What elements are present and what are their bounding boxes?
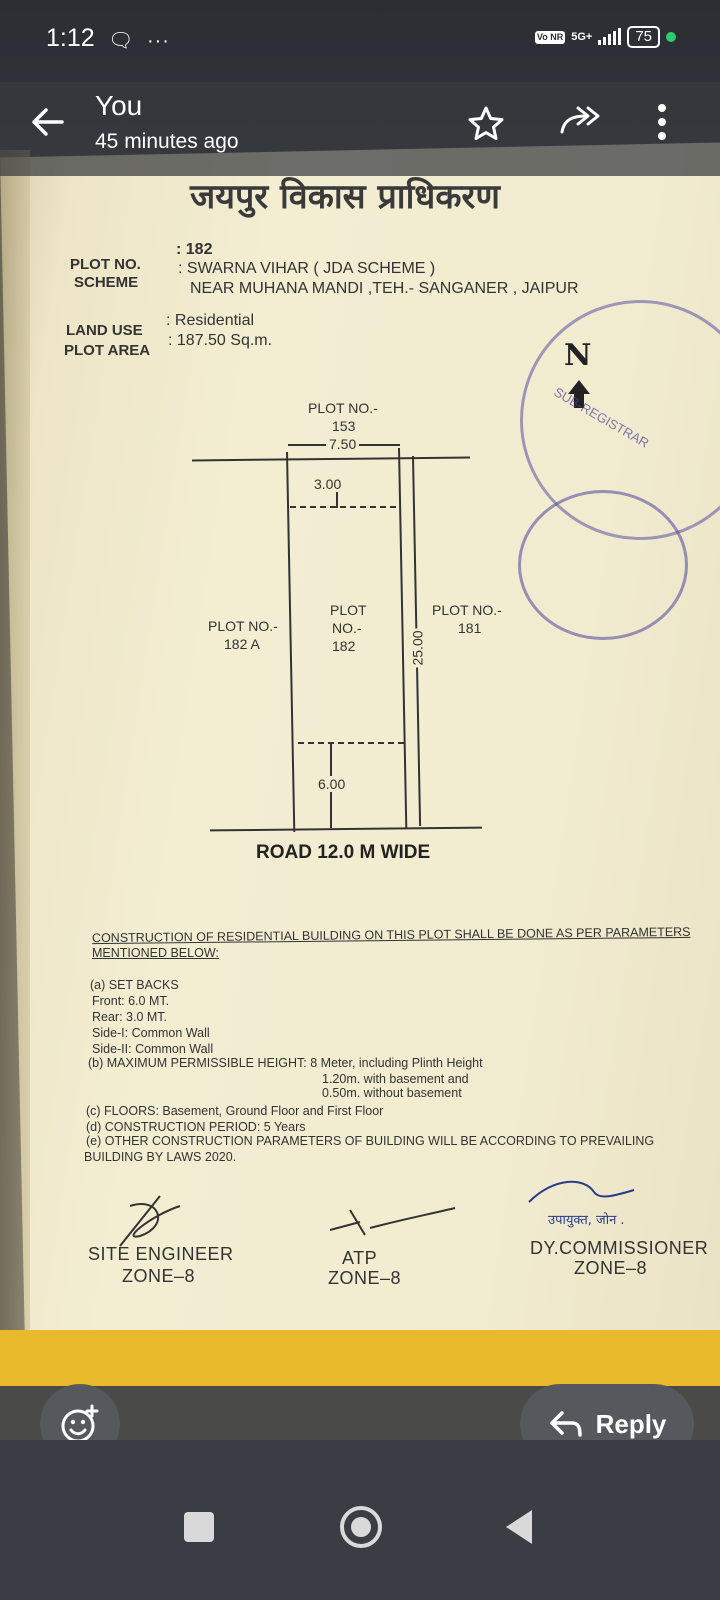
param-height: (b) MAXIMUM PERMISSIBLE HEIGHT: 8 Meter,… [88, 1056, 483, 1070]
atp-zone: ZONE–8 [328, 1268, 402, 1288]
status-right: Vo NR 5G+ 75 [534, 26, 676, 48]
atp-title: ATP [342, 1248, 378, 1268]
plot-no-value: : 182 [176, 241, 213, 258]
yellow-band [0, 1330, 720, 1386]
nav-back-button[interactable] [506, 1510, 532, 1544]
reply-label: Reply [595, 1408, 667, 1439]
dy-commissioner-zone: ZONE–8 [574, 1258, 648, 1278]
left-neighbor-no: 182 A [224, 636, 260, 652]
plot-area-label: PLOT AREA [64, 342, 151, 359]
scheme-value-line2: NEAR MUHANA MANDI ,TEH.- SANGANER , JAIP… [190, 280, 579, 297]
app-bar: You 45 minutes ago [0, 82, 720, 176]
param-side-1: Side-I: Common Wall [92, 1026, 210, 1040]
status-time: 1:12 [46, 24, 95, 52]
right-neighbor-label: PLOT NO.- [432, 602, 502, 618]
home-button[interactable] [340, 1506, 382, 1548]
param-floors: (c) FLOORS: Basement, Ground Floor and F… [86, 1104, 384, 1118]
reply-icon [549, 1411, 582, 1437]
recents-button[interactable] [184, 1512, 214, 1542]
land-use-value: : Residential [166, 312, 255, 329]
battery-icon: 75 [627, 26, 660, 48]
site-engineer-title: SITE ENGINEER [88, 1244, 234, 1264]
star-icon[interactable] [466, 104, 506, 144]
rear-boundary [191, 456, 471, 462]
land-use-label: LAND USE [66, 322, 143, 339]
rear-setback-dim: 3.00 [312, 476, 344, 492]
site-engineer-zone: ZONE–8 [122, 1266, 196, 1286]
document: जयपुर विकास प्राधिकरण PLOT NO. : 182 SCH… [64, 177, 720, 1288]
dy-commissioner-signature [528, 1180, 635, 1203]
jda-header: जयपुर विकास प्राधिकरण [190, 177, 500, 217]
back-arrow-icon[interactable] [28, 102, 68, 142]
more-dots-icon: ··· [146, 30, 170, 52]
paper-edge [0, 150, 30, 1410]
dy-commissioner-stamp-hindi: उपायुक्त, जोन . [548, 1213, 625, 1228]
left-boundary [286, 451, 296, 832]
param-setbacks: (a) SET BACKS [90, 978, 179, 992]
front-setback-dash [298, 742, 404, 744]
forward-icon[interactable] [558, 102, 604, 142]
front-setback-dim: 6.00 [316, 776, 348, 792]
param-height-no-basement: 0.50m. without basement [322, 1086, 462, 1100]
right-boundary [398, 447, 408, 828]
center-plot-line2: NO.- [332, 620, 362, 636]
sender-name: You [95, 90, 143, 121]
param-period: (d) CONSTRUCTION PERIOD: 5 Years [86, 1120, 306, 1134]
top-neighbor-label: PLOT NO.- [308, 400, 378, 416]
road-label: ROAD 12.0 M WIDE [256, 842, 431, 863]
param-side-2: Side-II: Common Wall [92, 1042, 214, 1056]
signal-icon [598, 28, 622, 45]
system-nav-bar [0, 1440, 720, 1600]
atp-signature [329, 1207, 456, 1236]
param-height-basement: 1.20m. with basement and [322, 1072, 469, 1086]
front-boundary [209, 826, 483, 832]
top-neighbor-no: 153 [332, 418, 356, 434]
scheme-value: : SWARNA VIHAR ( JDA SCHEME ) [178, 260, 436, 277]
sent-time: 45 minutes ago [95, 130, 239, 153]
chat-bubble-icon: 🗨︎ [108, 30, 134, 52]
center-plot-line1: PLOT [330, 602, 367, 618]
rear-setback-dash [290, 506, 396, 508]
right-neighbor-no: 181 [458, 620, 482, 636]
volte-icon: Vo NR [534, 30, 566, 44]
privacy-dot [666, 32, 676, 42]
param-bylaws: BUILDING BY LAWS 2020. [84, 1150, 237, 1164]
plot-area-value: : 187.50 Sq.m. [168, 332, 273, 349]
construction-heading-2: MENTIONED BELOW: [92, 946, 219, 960]
network-type: 5G+ [571, 31, 593, 43]
left-neighbor-label: PLOT NO.- [208, 618, 278, 634]
commissioner-stamp [518, 490, 688, 640]
width-dim: 7.50 [326, 436, 360, 452]
scheme-label: SCHEME [74, 274, 139, 291]
rear-setback-line [336, 476, 338, 508]
plot-no-label: PLOT NO. [70, 256, 141, 273]
param-front: Front: 6.0 MT. [92, 994, 170, 1008]
construction-heading: CONSTRUCTION OF RESIDENTIAL BUILDING ON … [91, 924, 691, 946]
length-dim: 25.00 [409, 628, 426, 668]
center-plot-line3: 182 [332, 638, 356, 654]
status-notification-icons: 🗨︎ ··· [108, 28, 170, 53]
dy-commissioner-title: DY.COMMISSIONER [530, 1238, 709, 1258]
more-vert-icon[interactable] [650, 102, 674, 142]
site-engineer-signature [119, 1195, 181, 1247]
param-other: (e) OTHER CONSTRUCTION PARAMETERS OF BUI… [86, 1134, 655, 1148]
param-rear: Rear: 3.0 MT. [92, 1010, 168, 1024]
status-bar: 1:12 🗨︎ ··· Vo NR 5G+ 75 [0, 0, 720, 80]
